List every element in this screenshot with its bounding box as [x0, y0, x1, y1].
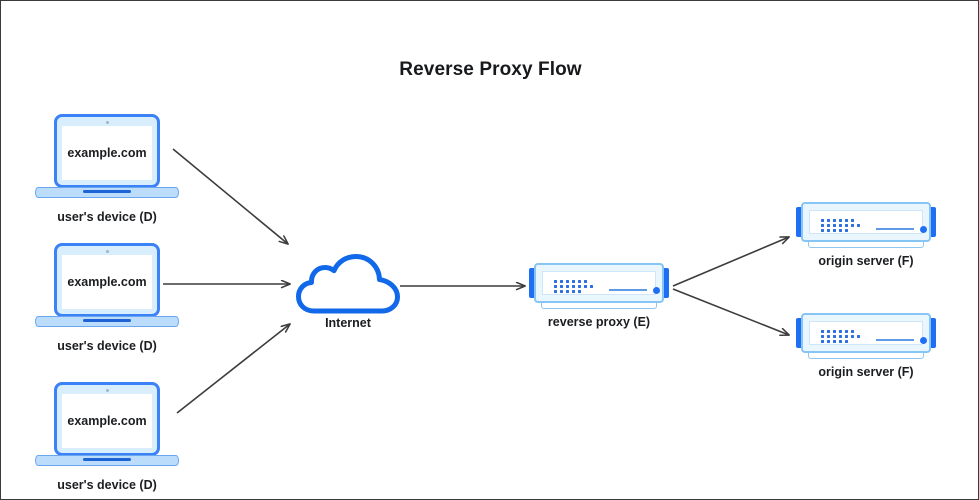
server-cap-right: [927, 207, 936, 237]
node-label-user-device-2: user's device (D): [57, 339, 157, 353]
server-shelf: [541, 303, 657, 309]
screen-url-text: example.com: [67, 275, 147, 289]
server-cap-left: [529, 268, 538, 298]
laptop-base: [35, 316, 179, 327]
webcam-icon: [105, 120, 109, 124]
server-faceplate: [542, 271, 660, 295]
server-cap-right: [660, 268, 669, 298]
server-vent-dots-icon: [821, 330, 863, 345]
laptop-lid: example.com: [54, 382, 160, 456]
server-led-icon: [920, 225, 927, 233]
node-label-origin-server-2: origin server (F): [818, 365, 914, 379]
node-reverse-proxy[interactable]: reverse proxy (E): [529, 263, 669, 329]
node-origin-server-1[interactable]: origin server (F): [796, 202, 936, 268]
node-user-device-1[interactable]: example.com user's device (D): [35, 114, 179, 224]
webcam-icon: [105, 249, 109, 253]
server-chassis: [534, 263, 664, 303]
node-label-user-device-3: user's device (D): [57, 478, 157, 492]
server-cap-left: [796, 207, 805, 237]
screen-url-text: example.com: [67, 146, 147, 160]
server-cap-left: [796, 318, 805, 348]
edge-proxy-origin1: [672, 237, 789, 287]
webcam-icon: [105, 388, 109, 392]
server-faceplate: [809, 210, 927, 234]
node-user-device-3[interactable]: example.com user's device (D): [35, 382, 179, 492]
laptop-base-notch: [83, 457, 131, 461]
node-user-device-2[interactable]: example.com user's device (D): [35, 243, 179, 353]
node-label-user-device-1: user's device (D): [57, 210, 157, 224]
server-chassis: [801, 313, 931, 353]
server-status-line: [609, 289, 647, 291]
server-vent-dots-icon: [821, 219, 863, 234]
server-cap-right: [927, 318, 936, 348]
laptop-screen: example.com: [62, 255, 152, 309]
laptop-lid: example.com: [54, 114, 160, 188]
server-shelf: [808, 242, 924, 248]
server-shelf: [808, 353, 924, 359]
laptop-screen: example.com: [62, 394, 152, 448]
laptop-base-notch: [83, 189, 131, 193]
node-label-origin-server-1: origin server (F): [818, 254, 914, 268]
server-status-line: [876, 228, 914, 230]
laptop-screen: example.com: [62, 126, 152, 180]
laptop-lid: example.com: [54, 243, 160, 317]
server-chassis: [801, 202, 931, 242]
page-title: Reverse Proxy Flow: [399, 59, 582, 80]
screen-url-text: example.com: [67, 414, 147, 428]
laptop-base: [35, 455, 179, 466]
server-led-icon: [920, 336, 927, 344]
edge-device1-internet: [172, 148, 288, 244]
node-origin-server-2[interactable]: origin server (F): [796, 313, 936, 379]
node-label-internet: Internet: [325, 316, 371, 330]
cloud-icon: [296, 254, 400, 314]
server-led-icon: [653, 286, 660, 294]
edge-device3-internet: [176, 324, 290, 414]
server-vent-dots-icon: [554, 280, 596, 295]
laptop-base: [35, 187, 179, 198]
laptop-base-notch: [83, 318, 131, 322]
server-status-line: [876, 339, 914, 341]
node-internet[interactable]: Internet: [296, 254, 400, 330]
edge-proxy-origin2: [672, 288, 789, 335]
node-label-reverse-proxy: reverse proxy (E): [547, 315, 651, 329]
server-faceplate: [809, 321, 927, 345]
